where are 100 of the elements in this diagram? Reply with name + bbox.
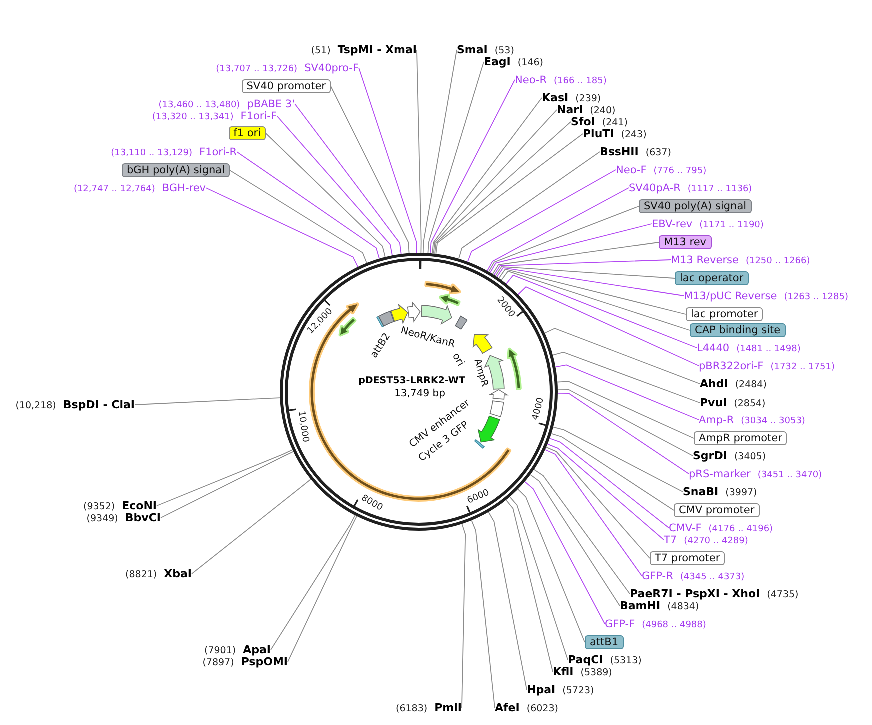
enzyme-site-label: (10,218) BspDI - ClaI: [16, 398, 135, 412]
leader-line: [488, 206, 640, 272]
enzyme-site-label: PvuI (2854): [700, 396, 766, 410]
enzyme-site-label: BssHII (637): [600, 144, 672, 160]
leader-line: [134, 398, 281, 406]
primer-site-label: M13 Reverse (1250 .. 1266): [671, 252, 810, 268]
primer-site-label: (12,747 .. 12,764) BGH-rev: [74, 180, 206, 196]
leader-line: [206, 188, 359, 268]
feature-tag: M13 rev: [659, 236, 712, 250]
primer-site-label: (13,707 .. 13,726) SV40pro-F: [216, 60, 359, 76]
leader-line: [544, 449, 642, 576]
leader-line: [530, 474, 620, 606]
enzyme-site-label: SfoI (241): [571, 114, 628, 130]
feature-name: AmpR: [472, 358, 490, 388]
enzyme-site-label: PaqCI (5313): [568, 652, 642, 668]
enzyme-site-label: (7901) ApaI: [204, 642, 271, 658]
primer-site-label: SV40pA-R (1117 .. 1136): [629, 180, 752, 196]
primer-site-label: GFP-F (4968 .. 4988): [605, 616, 706, 632]
leader-line: [551, 433, 674, 511]
primer-site-label: T7 (4270 .. 4289): [664, 532, 748, 548]
feature-tag: T7 promoter: [650, 552, 726, 566]
primer-site-label: GFP-R (4345 .. 4373): [642, 568, 745, 584]
enzyme-site-label: BamHI (4834): [620, 598, 700, 614]
leader-line: [524, 481, 606, 624]
leader-line: [471, 520, 496, 708]
enzyme-site-label: (51) TspMI - XmaI: [311, 42, 417, 58]
leader-line: [506, 274, 698, 348]
enzyme-site-label: SmaI (53): [457, 42, 514, 58]
feature-tag: f1 ori: [228, 126, 266, 140]
leader-line: [330, 86, 410, 254]
leader-line: [510, 496, 568, 660]
enzyme-site-label: HpaI (5723): [527, 682, 594, 698]
leader-line: [428, 62, 484, 254]
leader-line: [547, 444, 664, 540]
leader-line: [544, 328, 700, 384]
primer-site-label: (13,320 .. 13,341) F1ori-F: [152, 108, 277, 124]
leader-line: [266, 133, 386, 258]
plasmid-map: [280, 253, 558, 531]
leader-line: [555, 364, 700, 420]
scale-number: 6000: [466, 488, 492, 506]
leader-line: [495, 266, 676, 279]
leader-line: [490, 224, 652, 274]
enzyme-site-label: SnaBI (3997): [683, 484, 758, 500]
leader-line: [192, 479, 312, 574]
feature-tag: bGH poly(A) signal: [122, 164, 230, 178]
leader-line: [494, 260, 672, 276]
leader-line: [433, 110, 558, 254]
primer-site-label: Amp-R (3034 .. 3053): [699, 412, 806, 428]
leader-line: [496, 267, 684, 296]
leader-line: [558, 393, 690, 474]
enzyme-site-label: NarI (240): [557, 102, 616, 118]
leader-line: [294, 104, 402, 255]
leader-line: [462, 524, 466, 708]
primer-site-label: Neo-F (776 .. 795): [616, 162, 707, 178]
enzyme-site-label: (9349) BbvCI: [86, 510, 161, 526]
enzyme-site-label: (9352) EcoNI: [84, 498, 157, 514]
enzyme-site-label: EagI (146): [484, 54, 544, 70]
leader-line: [467, 170, 616, 262]
leader-line: [534, 469, 630, 594]
primer-site-label: Neo-R (166 .. 185): [515, 72, 607, 88]
leader-line: [557, 381, 694, 439]
feature-tag: attB1: [585, 636, 624, 650]
scale-number: 4000: [531, 396, 547, 422]
enzyme-site-label: PluTI (243): [583, 126, 647, 142]
leader-line: [270, 515, 356, 650]
enzyme-site-label: AhdI (2484): [700, 376, 767, 392]
leader-line: [518, 286, 700, 366]
enzyme-site-label: (6183) PmlI: [396, 700, 462, 716]
enzyme-site-label: KflI (5389): [553, 664, 612, 680]
primer-site-label: M13/pUC Reverse (1263 .. 1285): [684, 288, 848, 304]
enzyme-site-label: PaeR7I - PspXI - XhoI (4735): [630, 586, 799, 602]
leader-line: [430, 80, 516, 254]
leader-line: [434, 122, 572, 254]
leader-line: [458, 152, 600, 260]
enzyme-site-label: (8821) XbaI: [126, 566, 192, 582]
enzyme-site-label: SgrDI (3405): [693, 448, 766, 464]
feature-tag: lac operator: [675, 272, 749, 286]
leader-line: [498, 268, 686, 315]
leader-line: [550, 438, 670, 528]
plasmid-name: pDEST53-LRRK2-WT: [358, 376, 466, 386]
scale-number: 10,000: [296, 410, 310, 444]
enzyme-site-label: AfeI (6023): [495, 700, 558, 716]
enzyme-site-label: KasI (239): [542, 90, 602, 106]
primer-site-label: CMV-F (4176 .. 4196): [669, 520, 774, 536]
leader-line: [422, 50, 458, 254]
leader-line: [506, 500, 554, 672]
leader-line: [492, 242, 660, 275]
feature-tag: CAP binding site: [690, 324, 786, 338]
leader-line: [236, 152, 380, 260]
leader-line: [230, 170, 368, 264]
feature-tag: SV40 promoter: [242, 80, 331, 94]
feature-tag: SV40 poly(A) signal: [639, 200, 752, 214]
leader-line: [358, 68, 418, 254]
leader-line: [156, 450, 294, 506]
leader-line: [546, 446, 650, 559]
leader-line: [501, 270, 690, 331]
primer-site-label: (13,110 .. 13,129) F1ori-R: [111, 144, 237, 160]
leader-line: [518, 488, 586, 643]
primer-site-label: L4440 (1481 .. 1498): [697, 340, 801, 356]
feature-tag: CMV promoter: [674, 504, 760, 518]
